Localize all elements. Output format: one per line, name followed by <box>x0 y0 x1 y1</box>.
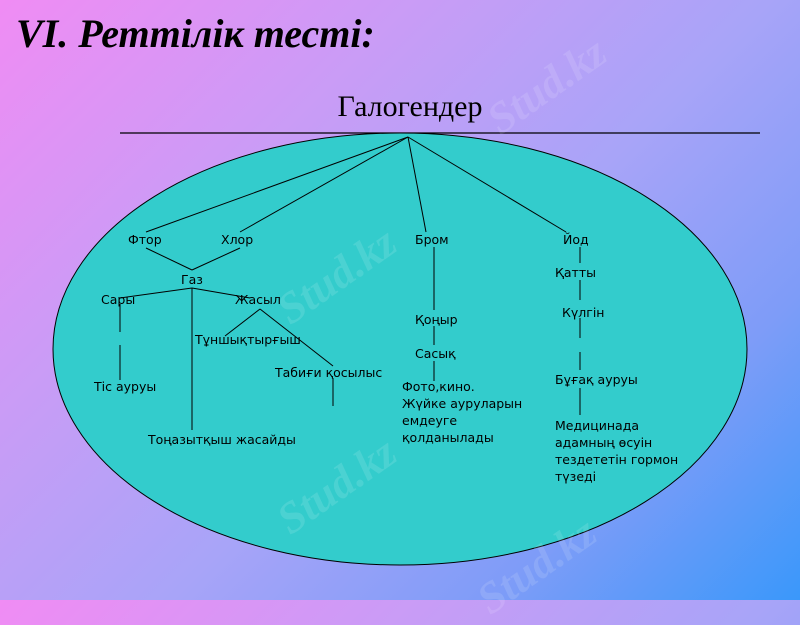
brom-use-line: Жүйке ауруларын <box>402 396 523 411</box>
brom-use-line: қолданылады <box>402 430 494 445</box>
node-brom-use: Фото,кино. Жүйке ауруларын емдеуге қолда… <box>402 378 522 446</box>
node-brom: Бром <box>415 232 449 247</box>
node-tunshyktyrgysh: Тұншықтырғыш <box>195 332 301 347</box>
node-sasyk: Сасық <box>415 346 456 361</box>
node-ftor: Фтор <box>128 232 162 247</box>
node-tis-auruy: Тіс ауруы <box>94 379 157 394</box>
diagram-title: Галогендер <box>337 90 483 123</box>
yod-use-line: түзеді <box>555 469 597 484</box>
node-yod: Йод <box>563 232 589 247</box>
node-tabigi-kosylys: Табиғи қосылыс <box>275 365 383 380</box>
node-yod-use: Медицинада адамның өсуін тездететін горм… <box>555 417 678 485</box>
node-hlor: Хлор <box>221 232 254 247</box>
node-kulgin: Күлгін <box>562 305 605 320</box>
yod-use-line: Медицинада <box>555 418 640 433</box>
yod-use-line: тездететін гормон <box>555 452 679 467</box>
yod-use-line: адамның өсуін <box>555 435 653 450</box>
node-sary: Сары <box>101 292 136 307</box>
brom-use-line: емдеуге <box>402 413 458 428</box>
node-konyr: Қоңыр <box>415 312 458 327</box>
node-katty: Қатты <box>555 265 596 280</box>
node-gaz: Газ <box>181 272 203 287</box>
node-zhasyl: Жасыл <box>235 292 281 307</box>
halogen-ellipse <box>52 132 748 566</box>
slide-title: VI. Реттілік тесті: <box>16 11 375 56</box>
brom-use-line: Фото,кино. <box>402 379 475 394</box>
diagram-canvas <box>52 132 760 566</box>
node-tonazytkysh: Тоңазытқыш жасайды <box>148 432 296 447</box>
connector-lines <box>119 136 581 430</box>
node-bugak-auruy: Бұғақ ауруы <box>555 372 638 387</box>
